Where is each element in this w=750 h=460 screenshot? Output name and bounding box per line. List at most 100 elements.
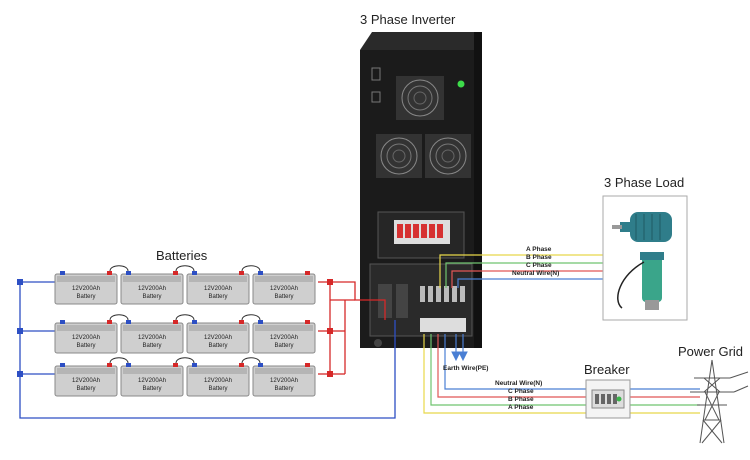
battery-type: Battery [274,343,293,349]
battery-type: Battery [142,386,161,392]
fan-icon [396,76,444,120]
power-tower-icon [690,359,749,444]
breaker-box [585,379,631,419]
battery-rating: 12V200Ah [138,286,166,292]
fan-icon [425,134,471,178]
battery-type: Battery [274,294,293,300]
positive-terminal-icon [305,363,310,367]
battery-link [109,357,129,364]
switch-icon [371,67,381,81]
wire-label: C Phase [508,388,534,395]
load-box [602,195,688,321]
battery-rating: 12V200Ah [204,286,232,292]
positive-terminal-icon [107,363,112,367]
battery-rating: 12V200Ah [270,286,298,292]
battery-rating: 12V200Ah [138,335,166,341]
wire-label: A Phase [526,246,552,253]
wire-label: Neutral Wire(N) [512,270,560,277]
battery-type: Battery [274,386,293,392]
battery-rating: 12V200Ah [204,378,232,384]
motor-icon [612,212,672,242]
positive-terminal-icon [239,363,244,367]
inverter-title: 3 Phase Inverter [360,12,456,27]
battery-type: Battery [142,294,161,300]
power-led-icon [457,80,465,88]
negative-terminal-icon [258,320,263,324]
positive-terminal-icon [305,320,310,324]
wire-label: B Phase [508,396,534,403]
positive-terminal-icon [107,271,112,275]
fan-icon [376,134,422,178]
battery-link [241,265,261,272]
battery-type: Battery [76,386,95,392]
negative-terminal-icon [258,363,263,367]
battery-type: Battery [208,343,227,349]
negative-terminal-icon [60,320,65,324]
positive-terminal-icon [239,320,244,324]
negative-terminal-icon [258,271,263,275]
pump-icon [617,252,664,310]
negative-terminal-icon [126,320,131,324]
battery-link [109,265,129,272]
negative-terminal-icon [60,363,65,367]
wire-label: C Phase [526,262,552,269]
positive-terminal-icon [173,363,178,367]
positive-terminal-icon [173,320,178,324]
inverter-cabinet [360,32,482,348]
battery-rating: 12V200Ah [138,378,166,384]
battery-type: Battery [76,343,95,349]
negative-terminal-icon [192,271,197,275]
wire-label: A Phase [508,404,534,411]
negative-terminal-icon [192,363,197,367]
positive-terminal-icon [173,271,178,275]
battery-type: Battery [208,386,227,392]
load-wiring [439,254,612,288]
battery-link [175,314,195,321]
negative-terminal-icon [192,320,197,324]
grid-wiring [423,334,700,414]
battery-link [241,357,261,364]
battery-rating: 12V200Ah [270,335,298,341]
breaker-title: Breaker [584,362,630,377]
grid-title: Power Grid [678,344,744,359]
battery-link [109,314,129,321]
battery-rating: 12V200Ah [72,378,100,384]
battery-link [241,314,261,321]
battery-type: Battery [142,343,161,349]
battery-bank: 12V200AhBattery12V200AhBattery12V200AhBa… [54,265,316,397]
load-title: 3 Phase Load [604,175,685,190]
negative-terminal-icon [126,363,131,367]
positive-terminal-icon [107,320,112,324]
batteries-title: Batteries [156,248,208,263]
negative-terminal-icon [60,271,65,275]
positive-terminal-icon [305,271,310,275]
battery-rating: 12V200Ah [72,335,100,341]
battery-type: Battery [76,294,95,300]
battery-type: Battery [208,294,227,300]
battery-bus-nodes [17,279,333,377]
negative-terminal-icon [126,271,131,275]
battery-link [175,357,195,364]
battery-rating: 12V200Ah [270,378,298,384]
battery-rating: 12V200Ah [204,335,232,341]
battery-rating: 12V200Ah [72,286,100,292]
earth-wire-arrows [451,334,468,362]
wire-label: Neutral Wire(N) [495,380,543,387]
battery-link [175,265,195,272]
earth-wire-label: Earth Wire(PE) [443,365,489,372]
wire-label: B Phase [526,254,552,261]
switch-icon [371,91,381,103]
